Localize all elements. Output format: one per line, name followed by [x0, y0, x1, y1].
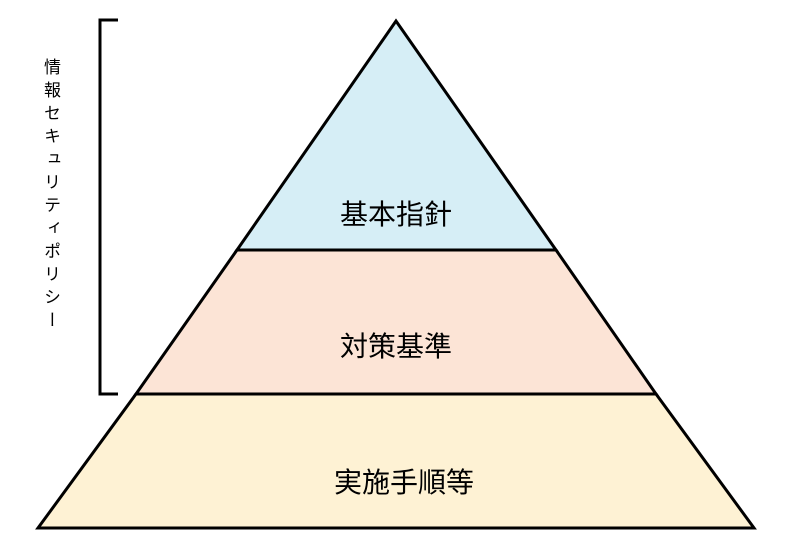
policy-bracket-label: 情報セキュリティポリシー	[40, 58, 60, 334]
tier-bottom-label: 実施手順等	[334, 466, 474, 499]
tier-top-label: 基本指針	[340, 198, 452, 231]
tier-bottom-shape	[35, 392, 757, 530]
policy-bracket	[98, 18, 118, 396]
tier-middle-label: 対策基準	[340, 330, 452, 363]
tier-middle-shape	[133, 248, 659, 396]
